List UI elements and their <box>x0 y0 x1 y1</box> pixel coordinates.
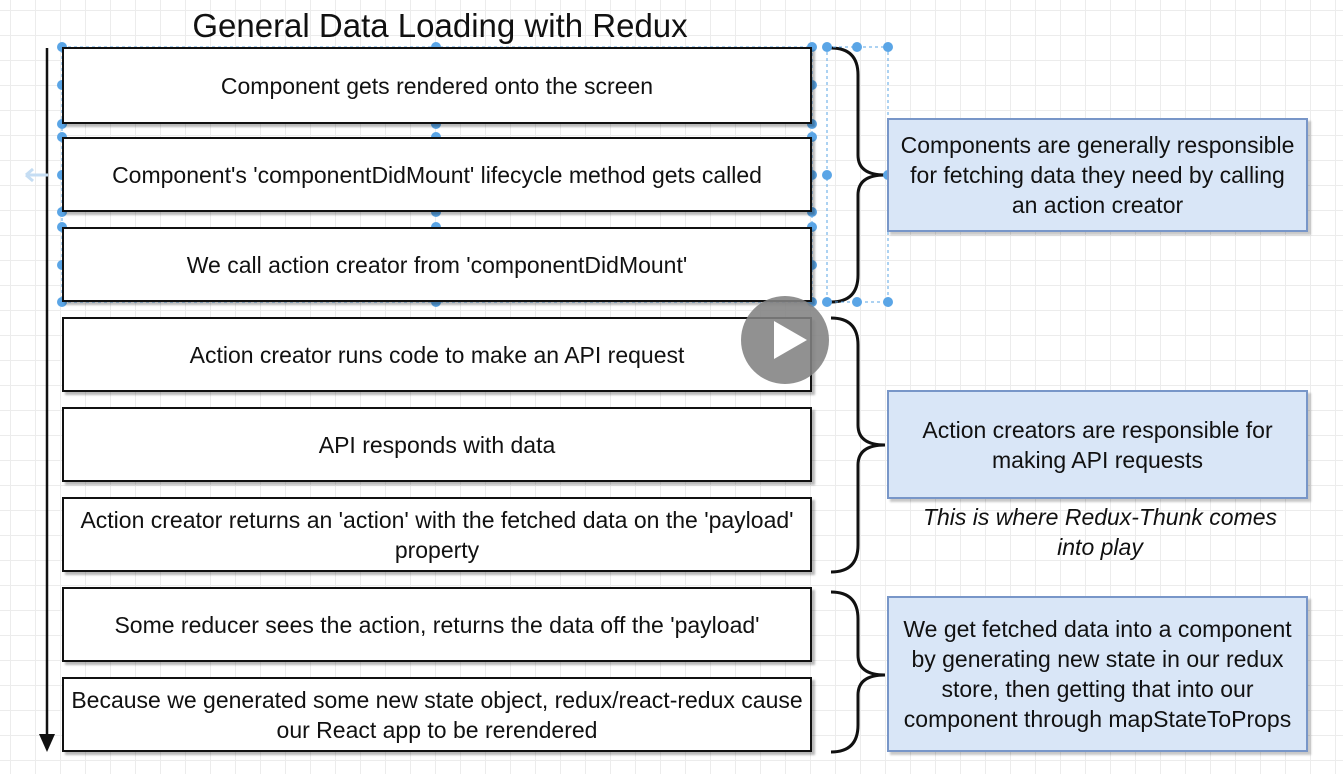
brace-components <box>830 46 886 304</box>
step-box-api-responds[interactable]: API responds with data <box>62 407 812 482</box>
step-box-reducer[interactable]: Some reducer sees the action, returns th… <box>62 587 812 662</box>
step-box-rerender[interactable]: Because we generated some new state obje… <box>62 677 812 752</box>
brace-reducers <box>830 590 886 754</box>
connection-arrow-icon <box>25 167 48 183</box>
step-box-componentdidmount[interactable]: Component's 'componentDidMount' lifecycl… <box>62 137 812 212</box>
note-text: Components are generally responsible for… <box>900 132 1295 218</box>
note-action-creators[interactable]: Action creators are responsible for maki… <box>887 390 1308 499</box>
step-text: Some reducer sees the action, returns th… <box>114 611 760 638</box>
step-box-api-request[interactable]: Action creator runs code to make an API … <box>62 317 812 392</box>
selection-handles <box>57 42 893 307</box>
step-box-rendered[interactable]: Component gets rendered onto the screen <box>62 47 812 124</box>
step-text: Action creator runs code to make an API … <box>189 341 685 368</box>
redux-thunk-caption: This is where Redux-Thunk comes into pla… <box>922 504 1278 560</box>
play-button[interactable] <box>741 296 829 384</box>
flow-arrow-head <box>39 734 55 752</box>
note-text: Action creators are responsible for maki… <box>922 416 1273 473</box>
step-text: Component's 'componentDidMount' lifecycl… <box>112 161 762 188</box>
note-components-fetch[interactable]: Components are generally responsible for… <box>887 118 1308 232</box>
step-text: Component gets rendered onto the screen <box>220 72 654 99</box>
step-text: We call action creator from 'componentDi… <box>186 251 688 278</box>
brace-action-creators <box>830 316 886 574</box>
play-icon <box>774 321 807 359</box>
step-text: Action creator returns an 'action' with … <box>80 506 794 563</box>
note-redux-store[interactable]: We get fetched data into a component by … <box>887 596 1308 752</box>
step-box-return-action[interactable]: Action creator returns an 'action' with … <box>62 497 812 572</box>
step-text: API responds with data <box>318 431 556 458</box>
step-text: Because we generated some new state obje… <box>71 686 803 743</box>
diagram-title: General Data Loading with Redux <box>192 7 688 44</box>
note-text: We get fetched data into a component by … <box>903 616 1292 732</box>
step-box-call-action-creator[interactable]: We call action creator from 'componentDi… <box>62 227 812 302</box>
